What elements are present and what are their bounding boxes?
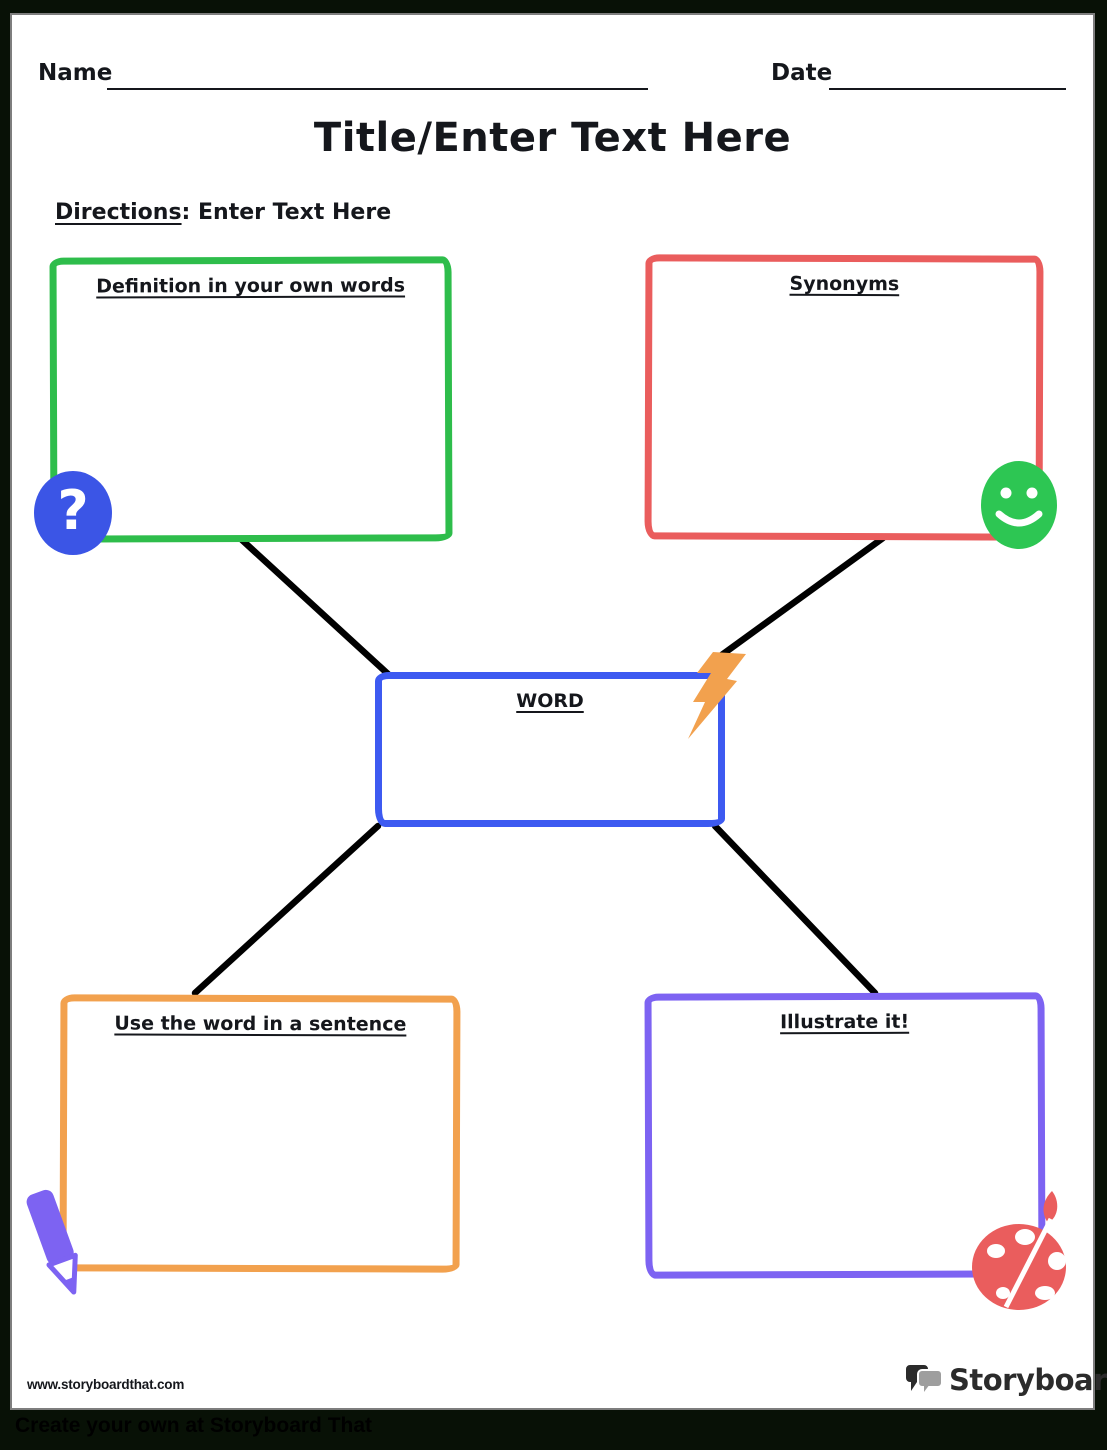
smiley-face-icon — [981, 461, 1057, 549]
website-url: www.storyboardthat.com — [27, 1377, 185, 1392]
definition-box-title: Definition in your own words — [96, 274, 406, 298]
question-mark-glyph: ? — [57, 479, 89, 542]
paint-palette-icon — [972, 1191, 1066, 1310]
sentence-box[interactable]: Use the word in a sentence — [59, 994, 461, 1273]
directions-line: Directions: Enter Text Here — [55, 200, 391, 225]
connector-word-sentence — [191, 822, 382, 997]
name-input-line[interactable] — [107, 86, 648, 90]
logo-part-storyboard: Storyboard — [949, 1363, 1107, 1397]
connector-word-illustrate — [711, 822, 879, 997]
illustrate-box-title: Illustrate it! — [780, 1010, 910, 1034]
page-title: Title/Enter Text Here — [313, 115, 792, 161]
date-label: Date — [771, 60, 833, 86]
bottom-bar-tagline: Create your own at Storyboard That — [15, 1414, 373, 1437]
name-label: Name — [38, 60, 113, 86]
pencil-icon — [26, 1189, 78, 1295]
directions-label: Directions — [55, 200, 182, 225]
worksheet-paper: Name Date Title/Enter Text Here Directio… — [10, 13, 1107, 1410]
directions-text: : Enter Text Here — [181, 200, 392, 225]
connector-definition-word — [238, 536, 392, 678]
connector-lines — [191, 534, 887, 997]
question-mark-icon: ? — [34, 471, 112, 555]
word-box[interactable]: WORD — [375, 672, 725, 827]
speech-bubbles-icon — [906, 1365, 942, 1395]
lightning-bolt-icon — [688, 652, 746, 739]
synonyms-box-title: Synonyms — [789, 272, 900, 296]
date-input-line[interactable] — [829, 86, 1066, 90]
sentence-box-title: Use the word in a sentence — [114, 1012, 407, 1036]
connector-synonyms-word — [708, 534, 887, 666]
word-box-title: WORD — [516, 690, 584, 712]
